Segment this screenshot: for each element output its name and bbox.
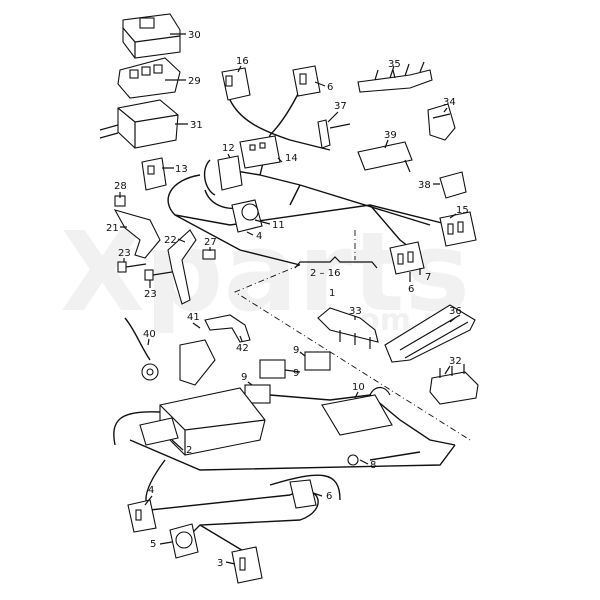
lower-wiring-harness [113,394,456,556]
control-unit-bracket [179,339,216,386]
callout-6-top: 6 [327,82,333,93]
callout-15: 15 [456,205,469,216]
callout-34: 34 [443,97,456,108]
connector-7 [389,241,425,275]
callout-2: 2 [186,445,192,456]
connector-6-top [292,65,321,97]
bracket-21 [113,195,161,259]
callout-5: 5 [150,539,156,550]
bracket-35 [357,61,433,93]
callout-labels: 30 29 31 16 6 35 34 37 39 12 14 13 38 28… [106,30,469,569]
callout-41: 41 [187,312,200,323]
callout-28: 28 [114,181,127,192]
callout-13: 13 [175,164,188,175]
callout-37: 37 [334,101,347,112]
callout-6-mid: 6 [408,284,414,295]
callout-14: 14 [285,153,298,164]
callout-11: 11 [272,220,285,231]
connector-12 [217,155,243,191]
relay-carrier [117,57,181,99]
callout-27: 27 [204,237,217,248]
callout-3: 3 [217,558,223,569]
connector-9-a [259,359,286,379]
callout-38: 38 [418,180,431,191]
callout-35: 35 [388,59,401,70]
callout-32: 32 [449,356,462,367]
callout-9-a: 9 [293,345,299,356]
connector-4-bottom [127,499,157,533]
bracket-39 [357,141,413,173]
connector-11 [231,199,263,233]
callout-8: 8 [370,460,376,471]
holder-37 [317,119,351,149]
callout-4-bottom: 4 [148,485,154,496]
ground-cable-40 [124,317,159,381]
callout-1: 1 [329,288,335,299]
upper-wiring-harness [167,89,471,266]
clip-27 [202,249,216,260]
connector-38 [439,171,467,199]
connector-3 [231,546,263,584]
connector-2 [139,417,179,446]
bracket-33 [317,307,379,349]
holder-41 [204,314,251,343]
callout-42: 42 [236,343,249,354]
connector-16 [221,67,251,101]
callout-10: 10 [352,382,365,393]
callout-16: 16 [236,56,249,67]
connector-9-b [304,351,331,371]
callout-2-16: 2 – 16 [310,268,340,279]
group-outline [234,230,471,441]
connector-5 [169,523,199,559]
callout-39: 39 [384,130,397,141]
callout-7: 7 [425,272,431,283]
connector-13 [141,157,167,191]
callout-36: 36 [449,306,462,317]
connector-15 [439,211,477,247]
group-bracket [294,256,378,269]
callout-33: 33 [349,306,362,317]
callout-9-b: 9 [293,368,299,379]
callout-40: 40 [143,329,156,340]
connector-10 [321,386,393,436]
bracket-22 [167,229,197,305]
connector-14 [239,135,281,169]
relay-cover [122,13,181,59]
relay-housing [99,99,179,149]
callout-23-b: 23 [144,289,157,300]
callout-9-c: 9 [241,372,247,383]
callout-4-top: 4 [256,231,262,242]
callout-29: 29 [188,76,201,87]
eyelet-8 [347,454,359,466]
callout-12: 12 [222,143,235,154]
callout-22: 22 [164,235,177,246]
bracket-32 [429,364,479,405]
bolt-23 [117,261,173,281]
leader-lines [119,33,457,565]
callout-30: 30 [188,30,201,41]
connector-6-bottom [289,479,317,509]
clip-34 [427,103,456,141]
callout-23-a: 23 [118,248,131,259]
callout-21: 21 [106,223,119,234]
callout-31: 31 [190,120,203,131]
callout-6-bottom: 6 [326,491,332,502]
